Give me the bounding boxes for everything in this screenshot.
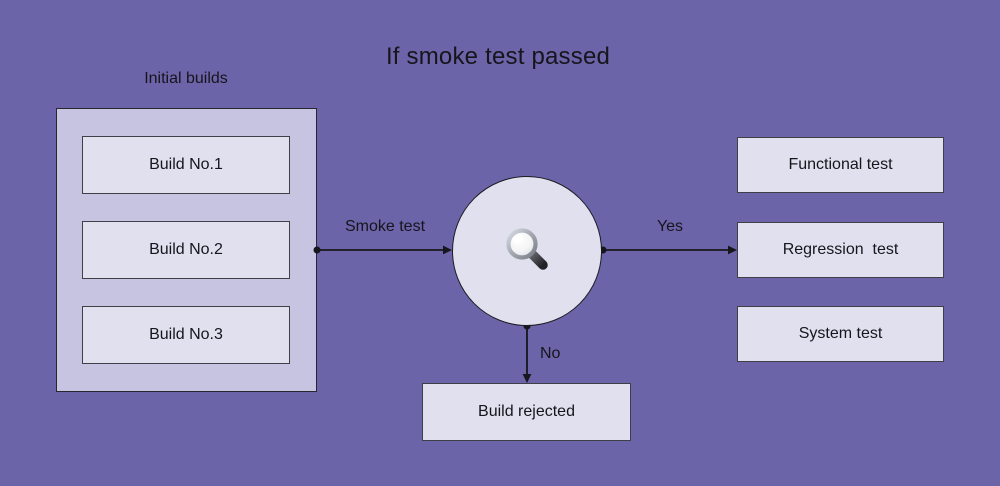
outcome-node-regression-test: Regression test <box>737 222 944 278</box>
edge-no <box>522 322 532 383</box>
build-node-3-label: Build No.3 <box>149 326 223 343</box>
edge-label-yes: Yes <box>656 218 684 235</box>
build-node-1-label: Build No.1 <box>149 156 223 173</box>
edge-smoke-test <box>313 245 452 255</box>
build-node-2-label: Build No.2 <box>149 241 223 258</box>
build-node-1: Build No.1 <box>82 136 290 194</box>
build-node-3: Build No.3 <box>82 306 290 364</box>
build-rejected-node: Build rejected <box>422 383 631 441</box>
magnifying-glass-icon <box>506 228 548 270</box>
edge-label-no: No <box>540 345 561 362</box>
initial-builds-container: Build No.1 Build No.2 Build No.3 <box>56 108 317 392</box>
edge-yes <box>599 245 737 255</box>
outcome-node-functional-test: Functional test <box>737 137 944 193</box>
build-rejected-label: Build rejected <box>478 403 575 420</box>
arrowhead-icon <box>728 245 737 255</box>
outcome-system-label: System test <box>798 325 883 342</box>
edge-label-smoke-test: Smoke test <box>344 218 426 235</box>
decision-node <box>452 176 602 326</box>
outcome-functional-label: Functional test <box>788 156 893 173</box>
initial-builds-label: Initial builds <box>144 70 228 87</box>
arrowhead-icon <box>443 245 452 255</box>
build-node-2: Build No.2 <box>82 221 290 279</box>
outcome-regression-label: Regression test <box>782 241 899 258</box>
diagram-title: If smoke test passed <box>385 43 611 70</box>
arrowhead-icon <box>522 374 532 383</box>
outcome-node-system-test: System test <box>737 306 944 362</box>
